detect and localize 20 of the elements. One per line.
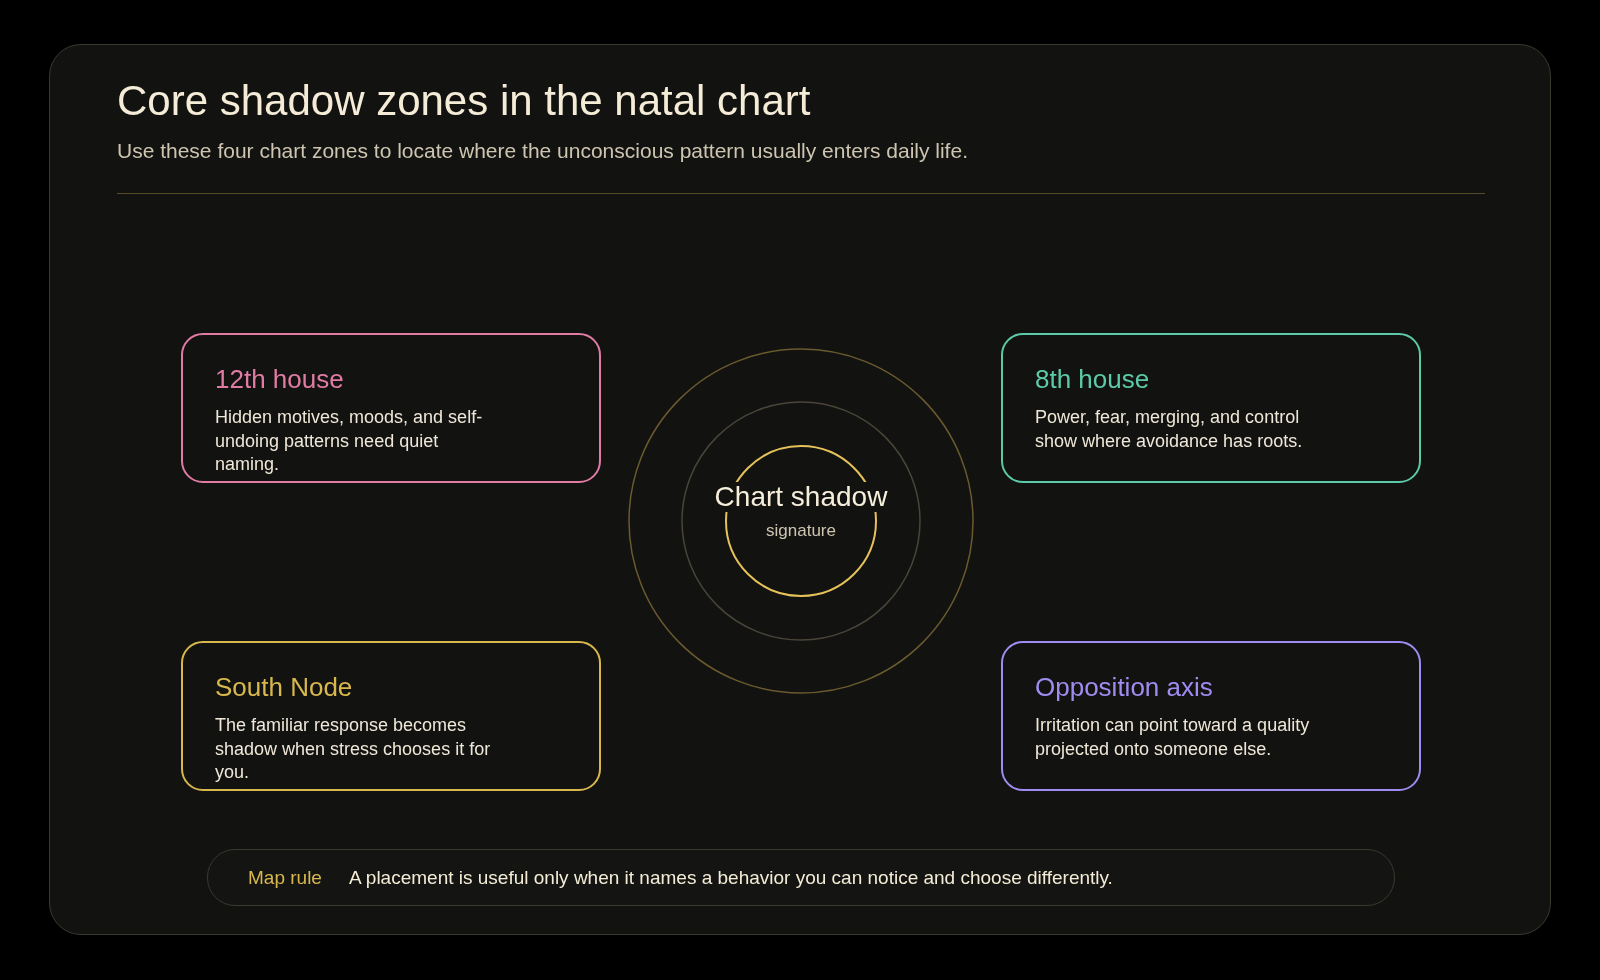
subtitle: Use these four chart zones to locate where the unconscious pattern usually enters daily life. <box>117 138 968 164</box>
zone-card <box>181 641 601 791</box>
card-text: The familiar response becomes shadow when stress chooses it for you. <box>215 714 492 784</box>
card-text: Irritation can point toward a quality projected onto someone else. <box>1035 714 1311 761</box>
center-subtitle: signature <box>766 520 836 542</box>
zone-card <box>1001 333 1421 483</box>
card-heading: 8th house <box>1035 363 1150 395</box>
card-text: Hidden motives, moods, and self-undoing patterns need quiet naming. <box>215 406 484 476</box>
card-heading: Opposition axis <box>1035 671 1213 703</box>
card-heading: South Node <box>215 671 353 703</box>
title: Core shadow zones in the natal chart <box>117 76 811 126</box>
rule-bar <box>207 849 1395 906</box>
concentric-circles <box>627 347 975 695</box>
center-title: Chart shadow <box>712 482 890 512</box>
card-text: Power, fear, merging, and control show where avoidance has roots. <box>1035 406 1304 453</box>
zone-card <box>1001 641 1421 791</box>
rule-tag: Map rule <box>248 865 322 890</box>
rule-text: A placement is useful only when it names a behavior you can notice and choose differently. <box>348 865 1113 890</box>
zone-card <box>181 333 601 483</box>
card-heading: 12th house <box>215 363 344 395</box>
